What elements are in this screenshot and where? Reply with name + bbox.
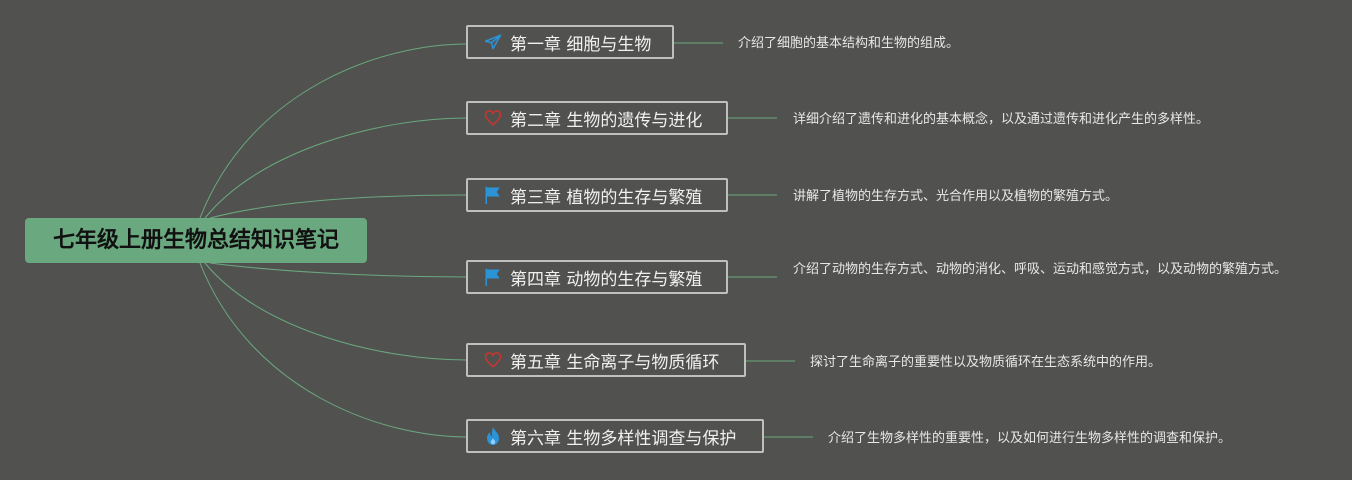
chapter-node-5[interactable]: 第五章 生命离子与物质循环 <box>466 343 746 377</box>
root-link-6 <box>199 262 468 438</box>
root-link-4 <box>209 262 468 278</box>
chapter-node-6[interactable]: 第六章 生物多样性调查与保护 <box>466 419 764 453</box>
heart-icon <box>482 107 504 129</box>
chapter-node-3[interactable]: 第三章 植物的生存与繁殖 <box>466 178 728 212</box>
chapter-node-2[interactable]: 第二章 生物的遗传与进化 <box>466 101 728 135</box>
chapter-title: 第六章 生物多样性调查与保护 <box>510 428 737 449</box>
root-link-2 <box>204 117 468 219</box>
root-node[interactable]: 七年级上册生物总结知识笔记 <box>25 218 367 263</box>
chapter-node-1[interactable]: 第一章 细胞与生物 <box>466 25 674 59</box>
chapter-title: 第二章 生物的遗传与进化 <box>510 110 703 131</box>
chapter-description-4: 介绍了动物的生存方式、动物的消化、呼吸、运动和感觉方式，以及动物的繁殖方式。 <box>793 262 1288 277</box>
chapter-node-4[interactable]: 第四章 动物的生存与繁殖 <box>466 260 728 294</box>
chapter-title: 第三章 植物的生存与繁殖 <box>510 187 703 208</box>
root-link-5 <box>204 262 468 361</box>
chapter-description-3: 讲解了植物的生存方式、光合作用以及植物的繁殖方式。 <box>793 189 1119 204</box>
chapter-description-2: 详细介绍了遗传和进化的基本概念，以及通过遗传和进化产生的多样性。 <box>793 112 1210 127</box>
chapter-title: 第一章 细胞与生物 <box>510 34 652 55</box>
chapter-title: 第五章 生命离子与物质循环 <box>510 352 720 373</box>
chapter-description-6: 介绍了生物多样性的重要性，以及如何进行生物多样性的调查和保护。 <box>828 431 1232 446</box>
chapter-description-1: 介绍了细胞的基本结构和生物的组成。 <box>738 36 960 51</box>
fire-icon <box>482 425 504 447</box>
root-link-3 <box>209 194 468 219</box>
paper-plane-icon <box>482 31 504 53</box>
flag-icon <box>482 184 504 206</box>
chapter-title: 第四章 动物的生存与繁殖 <box>510 269 703 290</box>
heart-icon <box>482 349 504 371</box>
root-link-1 <box>199 43 468 219</box>
chapter-description-5: 探讨了生命离子的重要性以及物质循环在生态系统中的作用。 <box>810 355 1162 370</box>
flag-icon <box>482 266 504 288</box>
